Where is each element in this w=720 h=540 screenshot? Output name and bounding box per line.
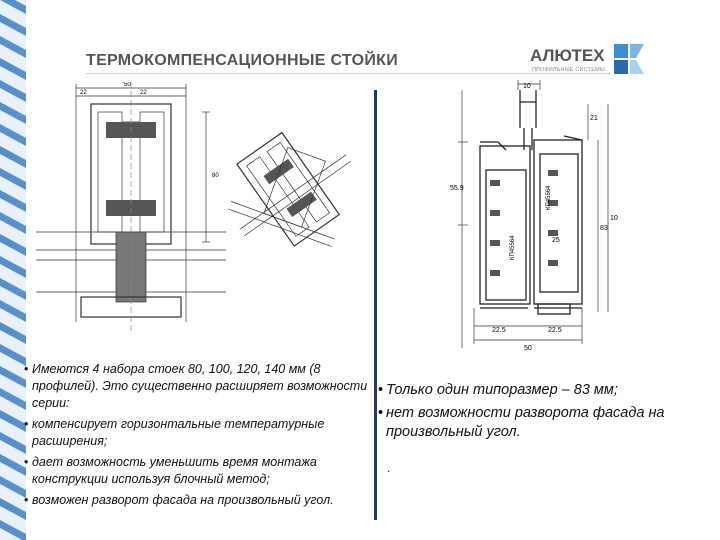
slide-title: ТЕРМОКОМПЕНСАЦИОННЫЕ СТОЙКИ	[86, 52, 399, 69]
stripe-band	[0, 212, 26, 234]
stripe-band	[0, 234, 26, 256]
stripe-band	[0, 520, 26, 540]
stripe-band	[0, 146, 26, 168]
stripe-band	[0, 0, 26, 14]
stripe-band	[0, 80, 26, 102]
dim-50: 50	[524, 345, 532, 352]
left-bullet-item: компенсирует горизонтальные температурны…	[24, 416, 371, 450]
logo-tagline: ПРОФИЛЬНЫЕ СИСТЕМЫ	[532, 67, 605, 73]
dim-83: 83	[600, 225, 608, 232]
dim-22-right: 22	[140, 90, 147, 96]
logo-mark-icon	[614, 44, 644, 74]
mullion-section-drawing: 22 22 50 80	[36, 82, 226, 332]
profile-code-right: КП45564	[546, 185, 552, 210]
stripe-band	[0, 366, 26, 388]
dim-50-top: 50	[124, 82, 131, 88]
dim-22-5-right: 22.5	[548, 327, 562, 334]
trailing-mark: .	[387, 461, 391, 475]
stripe-band	[0, 190, 26, 212]
stripe-band	[0, 388, 26, 410]
left-bullet-list: Имеются 4 набора стоек 80, 100, 120, 140…	[24, 361, 371, 513]
title-underline	[86, 73, 610, 74]
stripe-band	[0, 498, 26, 520]
stripe-band	[0, 300, 26, 322]
right-bullet-item: нет возможности разворота фасада на прои…	[378, 404, 712, 442]
dim-10: 10	[523, 83, 531, 90]
compensation-profile-drawing: 10 21 55.9 104 83 25 22.5 22.5 50 КП4556…	[450, 80, 618, 352]
stripe-band	[0, 124, 26, 146]
stripe-band	[0, 256, 26, 278]
profile-code-left: КП45564	[510, 235, 516, 260]
column-divider	[374, 90, 377, 520]
dim-55-9: 55.9	[450, 185, 464, 192]
dim-22-5-left: 22.5	[492, 327, 506, 334]
company-logo: АЛЮТЕХ ПРОФИЛЬНЫЕ СИСТЕМЫ	[530, 40, 650, 80]
stripe-band	[0, 58, 26, 80]
stripe-band	[0, 432, 26, 454]
stripe-band	[0, 454, 26, 476]
stripe-band	[0, 476, 26, 498]
stripe-band	[0, 168, 26, 190]
dim-80-side: 80	[212, 173, 219, 179]
stripe-band	[0, 344, 26, 366]
logo-name: АЛЮТЕХ	[530, 46, 605, 65]
right-bullet-list: Только один типоразмер – 83 мм; нет возм…	[378, 381, 712, 446]
dim-104: 104	[610, 215, 618, 222]
stripe-band	[0, 102, 26, 124]
stripe-band	[0, 410, 26, 432]
left-bullet-item: возможен разворот фасада на произвольный…	[24, 492, 371, 509]
dim-22-left: 22	[80, 90, 87, 96]
right-bullet-item: Только один типоразмер – 83 мм;	[378, 381, 712, 400]
stripe-band	[0, 322, 26, 344]
left-bullet-item: дает возможность уменьшить время монтажа…	[24, 454, 371, 488]
dim-25: 25	[552, 237, 560, 244]
stripe-band	[0, 278, 26, 300]
stripe-band	[0, 36, 26, 58]
dim-21: 21	[590, 115, 598, 122]
corner-rotation-drawing	[228, 131, 352, 247]
left-bullet-item: Имеются 4 набора стоек 80, 100, 120, 140…	[24, 361, 371, 412]
side-stripe-decoration	[0, 0, 26, 540]
stripe-band	[0, 14, 26, 36]
